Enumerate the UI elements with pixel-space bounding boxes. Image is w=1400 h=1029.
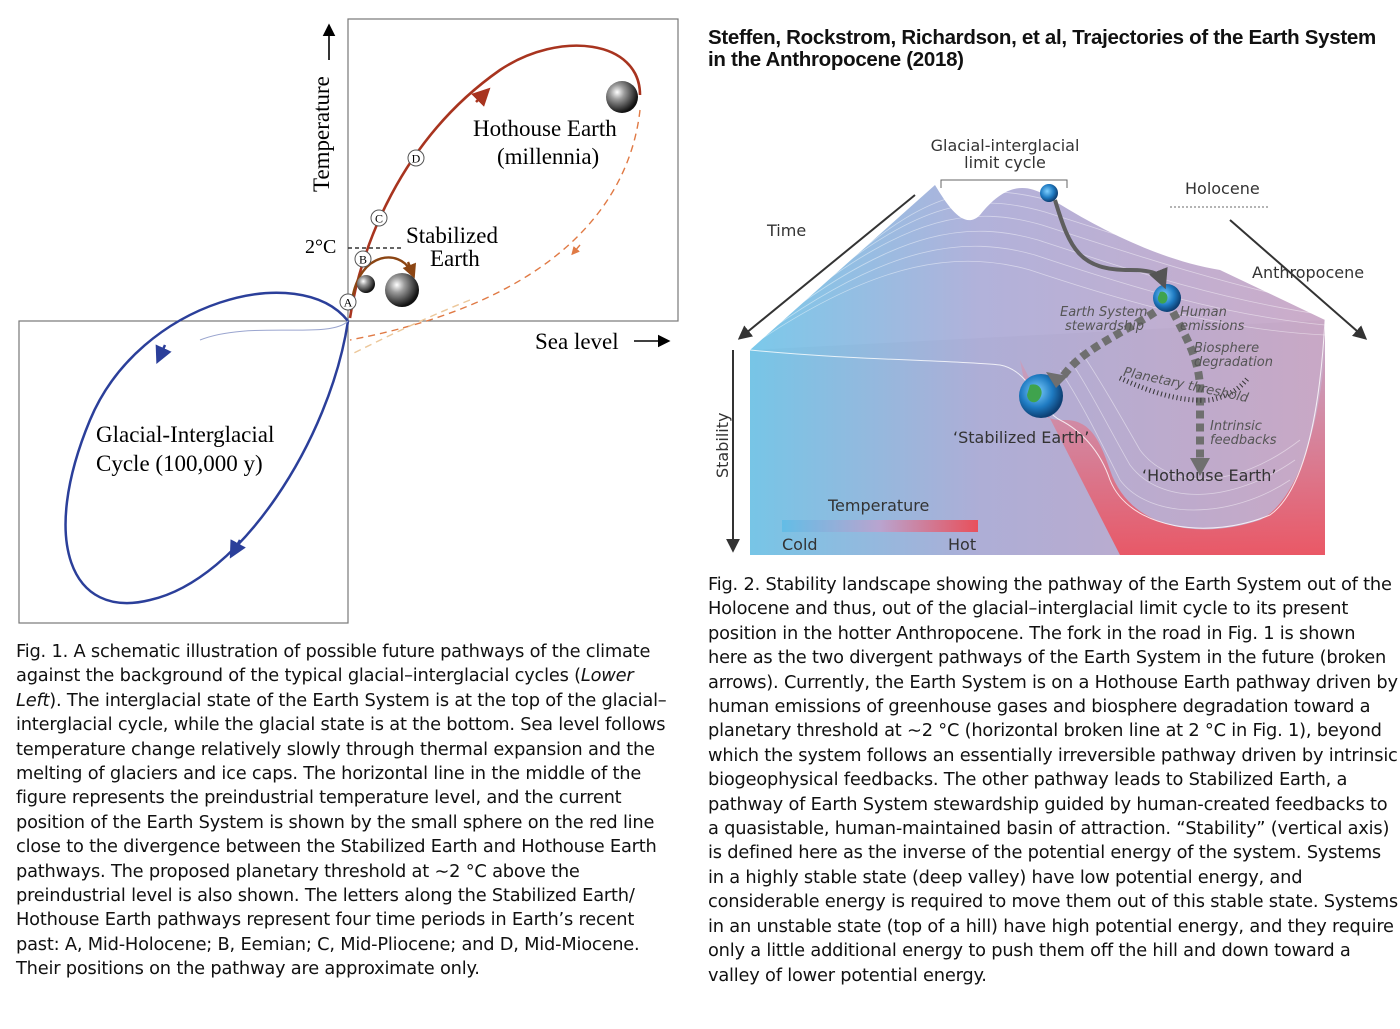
landscape-surface	[750, 185, 1325, 555]
holocene-label: Holocene	[1185, 179, 1260, 198]
figure-2-caption: Fig. 2. Stability landscape showing the …	[708, 573, 1398, 988]
letter-c: C	[370, 209, 388, 227]
contour-lines	[759, 191, 1326, 511]
figure-2-caption-text: Stability landscape showing the pathway …	[708, 574, 1398, 986]
figure-1-caption: Fig. 1. A schematic illustration of poss…	[16, 640, 676, 982]
hothouse-earth-label: ‘Hothouse Earth’	[1142, 466, 1277, 485]
glacial-cycle-loop	[64, 291, 350, 605]
hothouse-label-line1: Hothouse Earth	[473, 116, 617, 141]
cold-legend-label: Cold	[782, 535, 818, 554]
holocene-earth-globe	[1040, 184, 1058, 202]
stewardship-dashed-arrow	[1058, 308, 1158, 381]
intrinsic-label-line2: feedbacks	[1210, 433, 1277, 448]
hothouse-dashed-arrow	[1169, 310, 1204, 460]
biosphere-label-line2: degradation	[1194, 355, 1273, 370]
figure-1-caption-pre: A schematic illustration of possible fut…	[16, 641, 651, 687]
stewardship-arrow-head	[1046, 372, 1068, 388]
hothouse-path	[348, 44, 642, 319]
svg-text:C: C	[375, 212, 383, 226]
limit-cycle-label-line1: Glacial-interglacial	[931, 136, 1080, 155]
sea-level-axis-label: Sea level	[535, 329, 619, 354]
time-arrow	[737, 194, 916, 340]
hothouse-arrow	[471, 87, 491, 107]
glacial-arrow-down	[229, 539, 246, 559]
landscape-contour	[749, 319, 1326, 529]
anthropocene-arrow	[1229, 219, 1368, 340]
intrinsic-label-line1: Intrinsic	[1210, 419, 1262, 434]
figure-1-caption-post: ). The interglacial state of the Earth S…	[16, 689, 667, 980]
hothouse-label-line2: (millennia)	[497, 144, 599, 169]
stabilized-dashed-return	[349, 299, 471, 356]
stabilized-arrow	[402, 261, 417, 279]
human-emissions-label-line1: Human	[1180, 305, 1227, 320]
stewardship-label-line1: Earth System	[1060, 305, 1147, 320]
threshold-label: 2°C	[305, 236, 336, 258]
stewardship-label-line2: stewardship	[1065, 319, 1144, 334]
hothouse-arrow-head	[1190, 458, 1210, 476]
source-header-line2: in the Anthropocene (2018)	[708, 48, 964, 71]
hot-legend-label: Hot	[948, 535, 976, 554]
stabilized-earth-label: ‘Stabilized Earth’	[953, 428, 1089, 447]
current-position-sphere	[357, 275, 375, 293]
limit-cycle-bracket	[940, 179, 1068, 188]
hothouse-dashed-return	[349, 109, 641, 341]
figure-1-diagram: A B C D Temperature Sea level 2°C Stabil…	[18, 18, 679, 624]
time-label: Time	[766, 221, 806, 240]
lower-left-box	[18, 320, 349, 624]
upper-right-box	[347, 18, 679, 322]
figure-1-caption-italic: Lower Left	[16, 665, 634, 711]
stabilized-label-line2: Earth	[430, 246, 480, 271]
stabilized-sphere	[385, 273, 419, 307]
anthropocene-label: Anthropocene	[1252, 263, 1364, 282]
stabilized-label-line1: Stabilized	[406, 223, 498, 248]
holocene-to-present-arrow	[1053, 199, 1168, 290]
svg-text:B: B	[359, 253, 367, 267]
svg-text:A: A	[344, 296, 353, 310]
glacial-label-line1: Glacial-Interglacial	[96, 422, 274, 447]
limit-cycle-label-line2: limit cycle	[964, 153, 1046, 172]
dashed-arrow-head	[571, 244, 581, 256]
temperature-legend-bar	[782, 520, 978, 532]
svg-text:D: D	[412, 152, 421, 166]
letter-a: A	[339, 293, 357, 311]
human-emissions-label-line2: emissions	[1180, 319, 1245, 334]
glacial-cycle-inner	[199, 320, 349, 341]
temperature-legend-title: Temperature	[827, 496, 929, 515]
glacial-label-line2: Cycle (100,000 y)	[96, 451, 263, 476]
figure-1-caption-label: Fig. 1.	[16, 641, 69, 662]
source-header-line1: Steffen, Rockstrom, Richardson, et al, T…	[708, 26, 1376, 49]
source-header: Steffen, Rockstrom, Richardson, et al, T…	[708, 27, 1398, 71]
hothouse-valley	[1020, 350, 1325, 555]
temperature-axis-label: Temperature	[309, 76, 334, 192]
stability-axis-label: Stability	[713, 413, 732, 478]
hothouse-sphere	[606, 81, 638, 113]
glacial-arrow-up	[155, 344, 172, 364]
biosphere-label-line1: Biosphere	[1194, 341, 1259, 356]
figure-2-landscape: Glacial-interglacial limit cycle Holocen…	[713, 136, 1368, 555]
letter-b: B	[354, 250, 372, 268]
figure-2-caption-label: Fig. 2.	[708, 574, 761, 595]
letter-d: D	[407, 149, 425, 167]
